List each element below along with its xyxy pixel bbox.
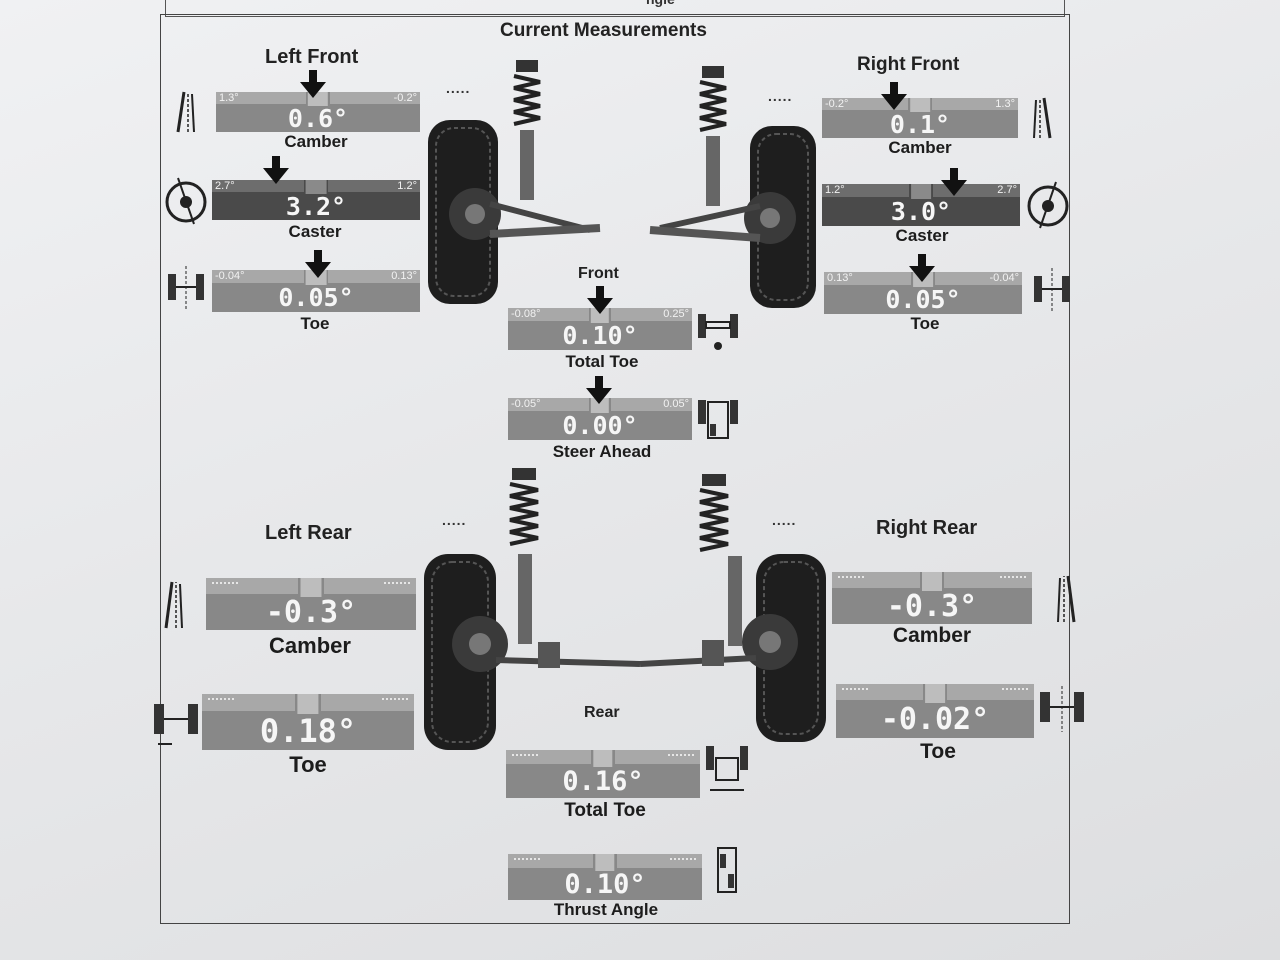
range-max: -0.04° — [989, 272, 1019, 284]
right-front-toe-gauge: 0.13° -0.04° 0.05° — [824, 272, 1022, 314]
rear-heading: Rear — [584, 704, 620, 721]
camber-label: Camber — [888, 138, 952, 157]
leader-dots: ..... — [772, 512, 797, 528]
front-heading: Front — [578, 265, 619, 282]
range-max: 2.7° — [997, 184, 1017, 196]
camber-value: 0.6° — [287, 103, 349, 133]
left-rear-toe-gauge: 0.18° — [202, 694, 414, 750]
caster-value: 3.0° — [890, 197, 952, 227]
indicator-arrow — [587, 286, 613, 314]
steer-ahead-label: Steer Ahead — [552, 442, 652, 461]
total-toe-label: Total Toe — [564, 800, 646, 821]
left-rear-camber-gauge: -0.3° — [206, 578, 416, 630]
caster-label: Caster — [288, 222, 342, 241]
toe-label: Toe — [910, 314, 940, 333]
camber-value: 0.1° — [889, 109, 951, 139]
steer-ahead-icon — [698, 400, 738, 439]
total-toe-label: Total Toe — [565, 352, 639, 371]
thrust-angle-label: Thrust Angle — [553, 900, 659, 919]
toe-icon — [1040, 686, 1084, 732]
camber-label: Camber — [284, 132, 348, 151]
leader-dots: ..... — [446, 80, 471, 96]
right-front-suspension-illustration — [649, 66, 816, 308]
indicator-arrow — [263, 156, 289, 184]
toe-label: Toe — [300, 314, 330, 333]
range-max: 0.05° — [663, 398, 689, 410]
toe-value: 0.05° — [885, 285, 961, 315]
thrust-angle-gauge: 0.10° — [508, 854, 702, 900]
left-front-heading: Left Front — [265, 46, 359, 68]
steer-ahead-gauge: -0.05° 0.05° 0.00° — [508, 398, 692, 440]
steer-ahead-value: 0.00° — [562, 411, 638, 441]
total-toe-value: 0.10° — [562, 321, 638, 351]
indicator-arrow — [305, 250, 331, 278]
leader-dots: ..... — [768, 88, 793, 104]
indicator-arrow — [909, 254, 935, 282]
measurements-panel — [160, 14, 1070, 924]
left-front-suspension-illustration — [428, 60, 601, 304]
left-rear-suspension-illustration — [424, 468, 640, 750]
toe-icon — [168, 266, 204, 310]
camber-value: -0.3° — [265, 594, 357, 630]
range-min: 2.7° — [215, 180, 235, 192]
total-toe-value: 0.16° — [562, 766, 644, 798]
camber-value: -0.3° — [886, 588, 978, 624]
left-front-camber-gauge: 1.3° -0.2° 0.6° — [216, 92, 420, 133]
range-min: 1.3° — [219, 92, 239, 104]
rear-total-toe-gauge: 0.16° — [506, 750, 700, 798]
leader-dots: ..... — [442, 512, 467, 528]
toe-label: Toe — [289, 752, 327, 777]
range-min: -0.04° — [215, 270, 245, 282]
range-max: 0.13° — [391, 270, 417, 282]
right-rear-camber-gauge: -0.3° — [832, 572, 1032, 624]
right-rear-heading: Right Rear — [876, 517, 978, 539]
indicator-arrow — [881, 82, 907, 110]
right-front-camber-gauge: -0.2° 1.3° 0.1° — [822, 98, 1018, 139]
range-max: -0.2° — [393, 92, 417, 104]
toe-icon — [1034, 268, 1070, 312]
previous-panel-border: ngle — [165, 0, 1065, 17]
toe-label: Toe — [920, 740, 956, 763]
rear-suspension-icon — [706, 746, 748, 791]
camber-icon — [176, 91, 195, 133]
indicator-arrow — [300, 70, 326, 98]
right-rear-suspension-illustration — [640, 474, 826, 742]
toe-value: -0.02° — [880, 702, 990, 738]
range-min: -0.2° — [825, 98, 849, 110]
range-max: 1.2° — [397, 180, 417, 192]
toe-icon — [154, 704, 198, 745]
thrust-angle-icon — [717, 847, 737, 893]
range-max: 1.3° — [995, 98, 1015, 110]
camber-label: Camber — [269, 633, 351, 658]
thrust-angle-value: 0.10° — [564, 868, 646, 900]
toe-value: 0.18° — [259, 711, 357, 750]
camber-icon — [1033, 97, 1052, 139]
previous-panel-fragment: ngle — [646, 0, 675, 7]
range-min: 1.2° — [825, 184, 845, 196]
caster-value: 3.2° — [285, 191, 347, 221]
page-title: Current Measurements — [500, 20, 707, 41]
front-suspension-icon — [698, 314, 738, 350]
caster-label: Caster — [895, 226, 949, 245]
camber-icon — [164, 581, 183, 629]
left-front-caster-gauge: 2.7° 1.2° 3.2° — [212, 180, 420, 221]
left-rear-heading: Left Rear — [265, 522, 352, 544]
camber-icon — [1057, 575, 1076, 623]
right-front-caster-gauge: 1.2° 2.7° 3.0° — [822, 184, 1020, 226]
indicator-arrow — [586, 376, 612, 404]
front-total-toe-gauge: -0.08° 0.25° 0.10° — [508, 308, 692, 350]
right-rear-toe-gauge: -0.02° — [836, 684, 1034, 738]
camber-label: Camber — [892, 624, 972, 647]
caster-icon — [1027, 181, 1069, 229]
range-max: 0.25° — [663, 308, 689, 320]
range-min: -0.05° — [511, 398, 541, 410]
right-front-heading: Right Front — [857, 54, 960, 75]
range-min: 0.13° — [827, 272, 853, 284]
indicator-arrow — [941, 168, 967, 196]
caster-icon — [165, 177, 207, 225]
toe-value: 0.05° — [278, 283, 354, 313]
range-min: -0.08° — [511, 308, 541, 320]
